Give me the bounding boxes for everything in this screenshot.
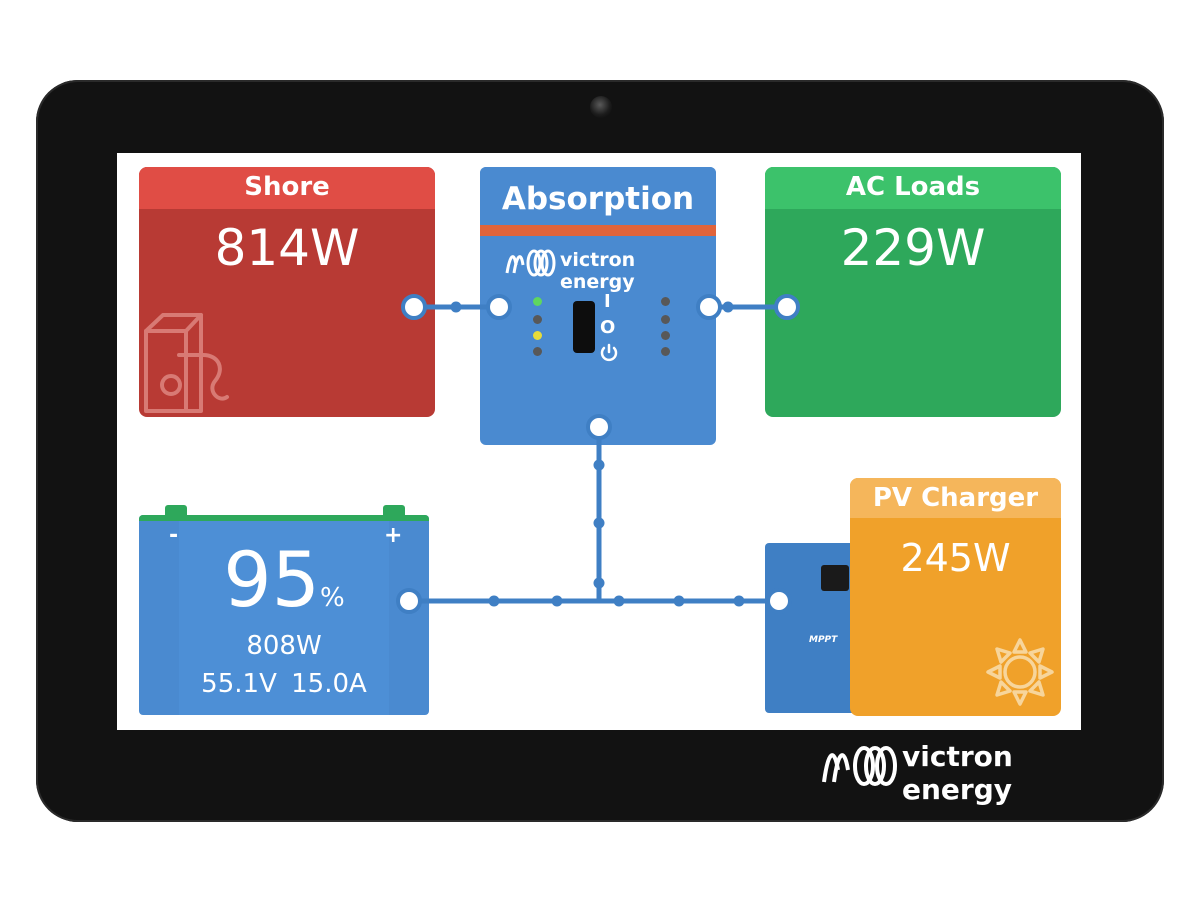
battery-voltage-current: 55.1V 15.0A	[139, 669, 429, 699]
battery-terminal-minus	[165, 505, 187, 515]
screen: Shore 814W Absorption	[117, 153, 1081, 730]
camera-icon	[590, 96, 612, 118]
led	[533, 347, 542, 356]
led	[661, 331, 670, 340]
battery-minus-sign: -	[169, 523, 179, 548]
inverter-brand-text: victron energy	[560, 249, 636, 293]
ac-loads-tile[interactable]: AC Loads 229W	[765, 167, 1061, 417]
mppt-label: MPPT	[809, 635, 838, 645]
pv-charger-title: PV Charger	[850, 478, 1061, 518]
ac-loads-title: AC Loads	[765, 167, 1061, 209]
pv-charger-tile[interactable]: PV Charger 245W	[850, 478, 1061, 716]
ac-loads-power: 229W	[840, 219, 986, 277]
led-yellow	[533, 331, 542, 340]
inverter-brand: victron energy	[480, 241, 716, 293]
led-green	[533, 297, 542, 306]
battery-top-band	[139, 515, 429, 521]
led	[661, 315, 670, 324]
victron-logo-icon	[822, 746, 897, 786]
mppt-display	[821, 565, 849, 591]
battery-power: 808W	[246, 631, 322, 661]
shore-plug-icon	[144, 313, 229, 413]
led	[661, 297, 670, 306]
battery-tile[interactable]: - + 95% 808W 55.1V 15.0A	[139, 505, 429, 715]
device-brand-text: victron energy	[902, 740, 1013, 806]
led	[661, 347, 670, 356]
shore-title: Shore	[139, 167, 435, 209]
switch-off-label: O	[600, 317, 616, 338]
battery-body: - + 95% 808W 55.1V 15.0A	[139, 515, 429, 715]
battery-inner	[179, 521, 389, 715]
shore-power: 814W	[214, 219, 360, 277]
power-icon	[600, 343, 618, 362]
connection-wires	[396, 294, 800, 614]
switch-on-label: I	[604, 291, 611, 312]
battery-plus-sign: +	[384, 523, 403, 548]
led	[533, 315, 542, 324]
battery-soc-unit: %	[320, 583, 345, 613]
inverter-stripe	[480, 225, 716, 236]
shore-tile[interactable]: Shore 814W	[139, 167, 435, 417]
victron-logo-icon	[505, 249, 556, 277]
battery-terminal-plus	[383, 505, 405, 515]
inverter-state: Absorption	[480, 167, 716, 225]
pv-charger-power: 245W	[900, 536, 1011, 580]
device-brand: victron energy	[820, 732, 1110, 806]
inverter-tile[interactable]: Absorption victron energy I O	[480, 167, 716, 445]
battery-soc: 95%	[139, 535, 429, 624]
battery-soc-value: 95	[223, 535, 320, 624]
inverter-switch[interactable]	[573, 301, 595, 353]
mppt-device: MPPT	[765, 543, 857, 713]
battery-current: 15.0A	[291, 669, 367, 699]
battery-voltage: 55.1V	[201, 669, 277, 699]
sun-icon	[986, 638, 1054, 706]
